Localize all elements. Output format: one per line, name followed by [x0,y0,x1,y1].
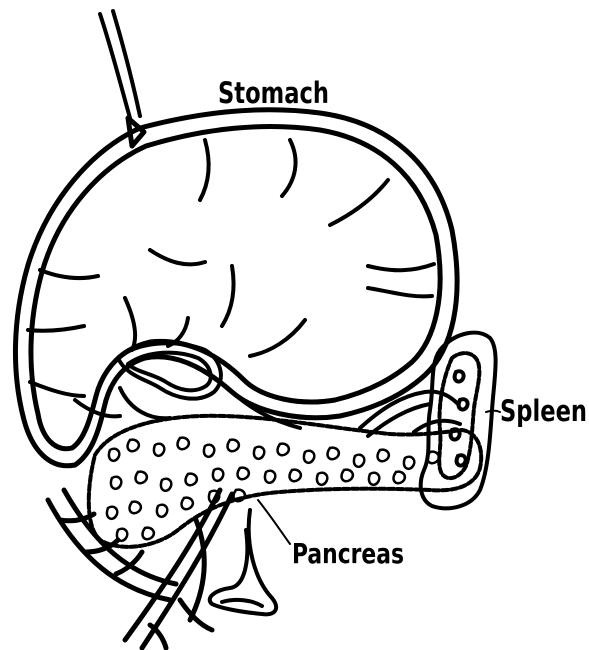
stomach-vessels [28,140,434,416]
label-stomach: Stomach [218,79,329,108]
label-spleen: Spleen [500,397,587,426]
stomach-wall [15,110,457,466]
spleen [421,333,496,509]
lower-loop [210,510,276,614]
leader-pancreas [258,500,290,544]
vessel-bottom [125,490,232,648]
label-pancreas: Pancreas [292,540,404,568]
vessel-top [100,11,144,146]
spleen-outline [421,333,496,509]
stomach-inner-contour [31,127,440,449]
